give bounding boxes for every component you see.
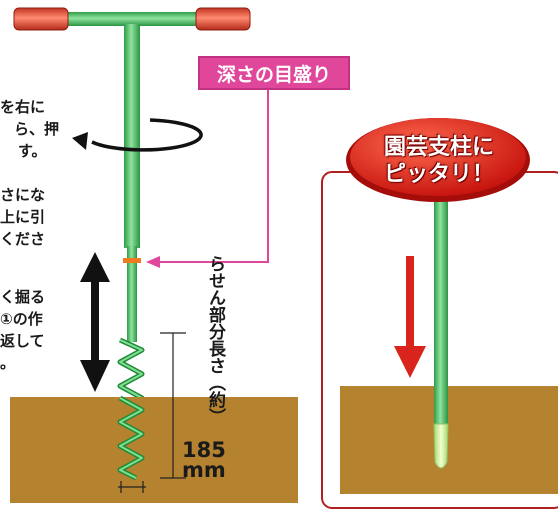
instruction-line: ら、押 (14, 120, 60, 138)
spiral-length-number: 185 (182, 438, 226, 462)
instruction-line: 。 (0, 354, 16, 372)
up-down-arrow-icon (80, 252, 110, 392)
right-grip (195, 7, 251, 31)
badge-text: 園芸支柱に ピッタリ！ (358, 134, 520, 188)
handle-bar (64, 12, 206, 26)
spiral-length-value: 185 mm (182, 438, 226, 482)
badge-line-2: ピッタリ！ (383, 162, 494, 187)
instruction-line: 返して (0, 332, 45, 350)
depth-scale-label: 深さの目盛り (198, 56, 350, 90)
t-handle (13, 7, 251, 31)
spiral-length-label: らせん部分長さ（約） (205, 255, 225, 425)
down-arrow-icon (394, 256, 426, 378)
instruction-line: を右に (0, 98, 46, 116)
soil-block-left (10, 397, 298, 503)
instruction-step-3: く掘る ①の作 返して 。 (0, 286, 45, 374)
badge-line-1: 園芸支柱に (383, 135, 494, 160)
depth-pointer (146, 88, 269, 268)
instruction-line: さにな (0, 186, 46, 204)
auger-shaft (124, 24, 140, 248)
buried-spiral (117, 395, 145, 481)
spiral-length-unit: mm (182, 458, 226, 482)
instruction-line: 上に引 (0, 208, 46, 226)
instruction-line: くださ (0, 230, 46, 248)
depth-mark (123, 258, 141, 263)
auger-lower-shaft (127, 246, 137, 342)
badge-ellipse (346, 118, 530, 202)
instruction-line: く掘る (0, 288, 46, 306)
instruction-line: ①の作 (0, 310, 43, 328)
left-grip (13, 7, 69, 31)
instruction-line: す。 (18, 142, 47, 160)
instruction-step-1: を右に ら、押 す。 (0, 96, 59, 162)
instruction-step-2: さにな 上に引 くださ (0, 184, 45, 250)
spiral-dimension-bracket (118, 332, 186, 493)
garden-stake (433, 198, 449, 469)
soil-block-right (340, 386, 558, 494)
rotation-arrow-icon (72, 118, 203, 152)
